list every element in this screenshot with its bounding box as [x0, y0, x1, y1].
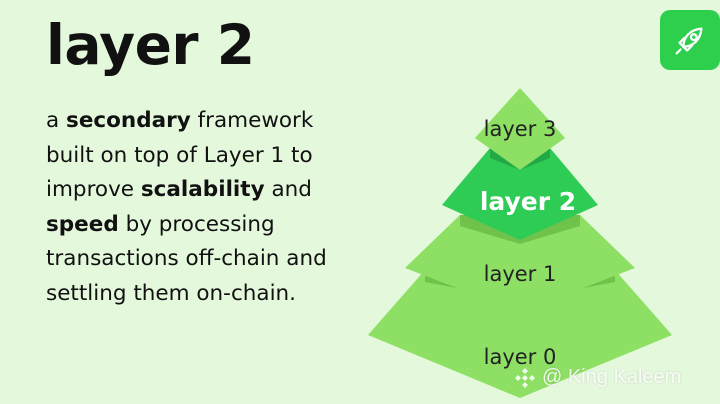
- rocket-logo: [660, 10, 720, 70]
- description-text: framework built on top of Layer 1 to imp…: [46, 108, 314, 202]
- description: a secondary framework built on top of La…: [46, 104, 356, 311]
- description-text: by processing transactions off-chain and…: [46, 211, 327, 306]
- keyword-speed: speed: [46, 211, 119, 237]
- description-text: and: [264, 177, 312, 202]
- pyramid-layer-1: [405, 215, 635, 312]
- page-title: layer 2: [46, 13, 255, 77]
- layer-3-label: layer 3: [484, 117, 557, 141]
- rocket-icon: [675, 27, 703, 55]
- keyword-secondary: secondary: [66, 108, 191, 133]
- layer-1-label: layer 1: [484, 262, 557, 286]
- layer-0-label: layer 0: [484, 345, 557, 369]
- diamond-logo-icon: [515, 367, 535, 388]
- pyramid-layer-3: [475, 88, 565, 170]
- pyramid-layer-2: [442, 148, 598, 240]
- layer-2-label: layer 2: [480, 187, 576, 216]
- keyword-scalability: scalability: [140, 177, 265, 202]
- watermark: @ King Kaleem: [514, 366, 681, 389]
- watermark-text: @ King Kaleem: [542, 366, 682, 388]
- pyramid-layer-0: [368, 270, 672, 398]
- description-text: a: [46, 108, 67, 133]
